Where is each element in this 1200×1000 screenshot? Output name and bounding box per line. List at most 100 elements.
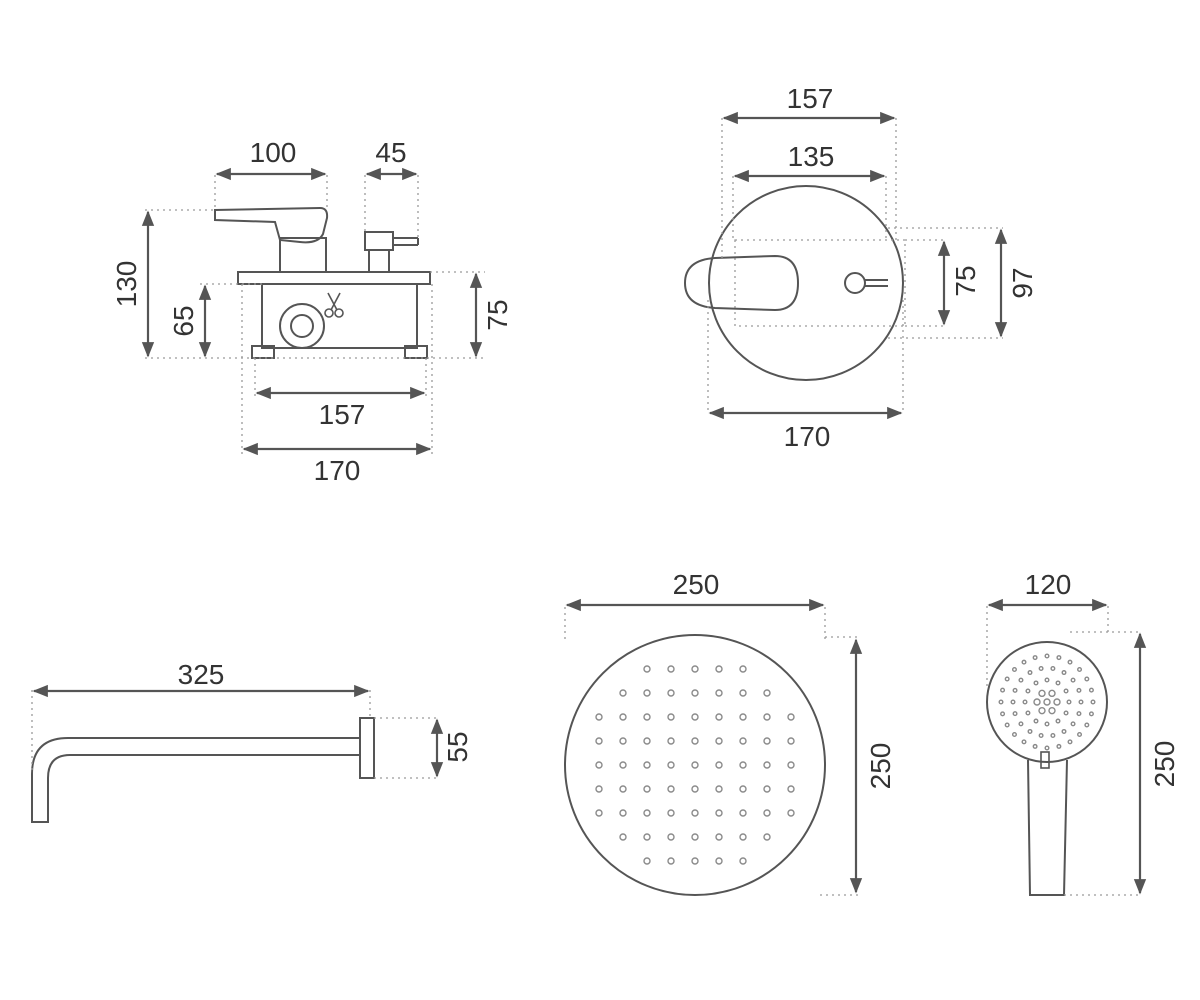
rain-nozzle [691, 737, 699, 745]
hand-nozzle [1063, 688, 1069, 694]
mixer-front-view: 157 135 170 75 97 [683, 83, 1038, 452]
dim-rain-height: 250 [865, 743, 896, 790]
hand-nozzle [1055, 680, 1061, 686]
hand-nozzle [1038, 689, 1046, 698]
dim-total-height: 130 [111, 261, 142, 308]
hand-nozzle [1025, 710, 1031, 716]
rain-nozzle [667, 833, 675, 841]
hand-nozzle [1084, 722, 1090, 728]
rain-nozzle [643, 689, 651, 697]
rain-nozzle [739, 857, 747, 865]
rain-nozzle [715, 785, 723, 793]
rain-nozzle [667, 689, 675, 697]
hand-nozzle [1022, 699, 1028, 705]
dim-handle-width: 100 [250, 137, 297, 168]
hand-nozzle [998, 699, 1004, 705]
hand-nozzle [1011, 732, 1017, 738]
rain-nozzle [739, 713, 747, 721]
rain-nozzle [619, 689, 627, 697]
hand-nozzle [1090, 699, 1096, 705]
dim-hand-width: 120 [1025, 569, 1072, 600]
rain-nozzle [691, 857, 699, 865]
rain-nozzle [715, 809, 723, 817]
rain-nozzle [787, 713, 795, 721]
hand-nozzle [1018, 721, 1024, 727]
rain-nozzle [715, 737, 723, 745]
rain-nozzle [739, 785, 747, 793]
rain-nozzle [787, 737, 795, 745]
hand-nozzle [1004, 676, 1010, 682]
hand-nozzle [1061, 670, 1067, 676]
hand-nozzle [1076, 687, 1082, 693]
rain-nozzle [763, 785, 771, 793]
rain-nozzle [619, 833, 627, 841]
hand-nozzle [1025, 688, 1031, 694]
hand-nozzle [1061, 728, 1067, 734]
rain-nozzle [691, 689, 699, 697]
hand-nozzle [1048, 706, 1056, 715]
dim-inner-height: 75 [950, 265, 981, 296]
hand-nozzle [1038, 706, 1046, 715]
rain-nozzle [715, 713, 723, 721]
dim-body-width: 157 [319, 399, 366, 430]
hand-nozzle [1056, 743, 1062, 749]
scissors-icon [324, 292, 344, 318]
hand-nozzle [1021, 659, 1027, 665]
rain-nozzle [667, 809, 675, 817]
dim-rain-width: 250 [673, 569, 720, 600]
hand-nozzle [1048, 689, 1056, 698]
hand-nozzle [1066, 699, 1072, 705]
hand-nozzle [1000, 711, 1006, 717]
rain-head-extension-lines [564, 607, 860, 896]
rain-nozzle [643, 809, 651, 817]
rain-nozzle [667, 665, 675, 673]
hand-nozzle [1063, 710, 1069, 716]
rain-nozzle [739, 665, 747, 673]
hand-nozzle [1012, 687, 1018, 693]
rain-nozzle [667, 761, 675, 769]
rain-nozzle [667, 713, 675, 721]
hand-nozzle [1044, 653, 1050, 659]
hand-nozzle [1032, 743, 1038, 749]
rain-nozzle [715, 857, 723, 865]
hand-shower-nozzles [998, 653, 1096, 751]
hand-nozzle [1033, 718, 1039, 724]
hand-nozzle [1021, 739, 1027, 745]
hand-shower-view: 120 250 [986, 569, 1180, 896]
rain-nozzle [715, 761, 723, 769]
dim-plate-diameter: 170 [784, 421, 831, 452]
rain-nozzle [619, 761, 627, 769]
hand-nozzle [1027, 728, 1033, 734]
hand-nozzle [1078, 699, 1084, 705]
rain-nozzle [619, 785, 627, 793]
hand-nozzle [1056, 655, 1062, 661]
rain-nozzle [715, 833, 723, 841]
hand-nozzle [1070, 721, 1076, 727]
shower-arm-outline [31, 717, 375, 823]
mixer-front-extension-lines [707, 118, 1003, 414]
rain-nozzle [691, 761, 699, 769]
rain-nozzle [595, 785, 603, 793]
rain-nozzle [739, 689, 747, 697]
rain-nozzle [667, 785, 675, 793]
rain-nozzle [763, 713, 771, 721]
rain-nozzle [763, 833, 771, 841]
hand-nozzle [1084, 676, 1090, 682]
dim-inner-width: 135 [788, 141, 835, 172]
rain-nozzle [643, 713, 651, 721]
hand-nozzle [1038, 666, 1044, 672]
hand-nozzle [1076, 711, 1082, 717]
mixer-side-outline [214, 206, 431, 359]
rain-nozzle [643, 761, 651, 769]
hand-shower-extension-lines [986, 606, 1140, 896]
rain-nozzle [739, 809, 747, 817]
hand-nozzle [1032, 655, 1038, 661]
dim-plate-width: 170 [314, 455, 361, 486]
hand-nozzle [1000, 687, 1006, 693]
hand-nozzle [1043, 698, 1051, 706]
hand-nozzle [1088, 687, 1094, 693]
rain-nozzle [667, 737, 675, 745]
rain-nozzle [643, 665, 651, 673]
hand-shower-outline [986, 641, 1108, 896]
